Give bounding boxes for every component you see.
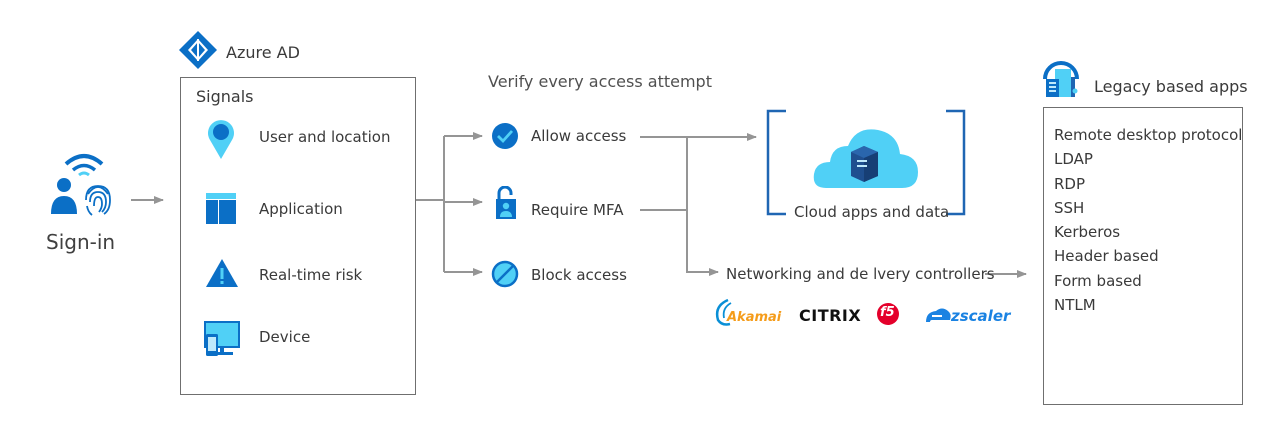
vendor-akamai: Akamai [727, 310, 782, 325]
cloud-bracket-left [766, 109, 786, 216]
azure-ad-diamond-icon [178, 30, 218, 74]
vendor-citrix: CITRIX [799, 306, 862, 325]
legacy-item: SSH [1054, 198, 1085, 217]
legacy-title: Legacy based apps [1094, 77, 1248, 96]
decision-block-access: Block access [531, 266, 627, 284]
merge-trunk [686, 137, 719, 276]
decision-allow-access: Allow access [531, 127, 627, 145]
cloud-apps-label: Cloud apps and data [794, 203, 950, 221]
cloud-server-icon [812, 122, 920, 194]
signals-title: Signals [196, 87, 254, 106]
legacy-item: RDP [1054, 174, 1086, 193]
legacy-list: Remote desktop protocol LDAP RDP SSH Ker… [1054, 123, 1242, 317]
block-circle-icon [491, 260, 519, 292]
legacy-item: Remote desktop protocol [1054, 126, 1243, 144]
legacy-item: LDAP [1054, 150, 1093, 169]
legacy-box [1043, 107, 1243, 405]
device-monitor-icon [203, 320, 241, 364]
legacy-building-icon [1041, 59, 1081, 103]
warning-triangle-icon [205, 258, 239, 292]
user-fingerprint-wifi-icon [51, 154, 111, 216]
vendor-zscaler: zscaler [951, 307, 1011, 325]
checkmark-circle-icon [491, 122, 519, 154]
verify-title: Verify every access attempt [488, 72, 712, 91]
legacy-item: Header based [1054, 247, 1159, 266]
signal-user-location: User and location [259, 128, 391, 146]
legacy-item: NTLM [1054, 296, 1096, 315]
legacy-item: Form based [1054, 271, 1142, 290]
legacy-item: Kerberos [1054, 223, 1121, 242]
networking-label: Networking and de lvery controllers [726, 265, 995, 283]
signal-realtime-risk: Real-time risk [259, 266, 363, 284]
decision-require-mfa: Require MFA [531, 201, 624, 219]
unlocked-padlock-user-icon [495, 185, 517, 224]
signin-label: Sign-in [46, 230, 116, 254]
signal-device: Device [259, 328, 311, 346]
f5-logo [876, 302, 900, 330]
zscaler-logo [924, 306, 952, 330]
azure-ad-title: Azure AD [226, 43, 300, 62]
signal-application: Application [259, 200, 343, 218]
location-pin-icon [206, 118, 236, 164]
application-window-icon [206, 193, 236, 229]
cloud-bracket-right [946, 109, 966, 216]
vendor-f5: f5 [880, 305, 895, 320]
signin-block [46, 150, 116, 222]
akamai-logo [714, 298, 780, 330]
